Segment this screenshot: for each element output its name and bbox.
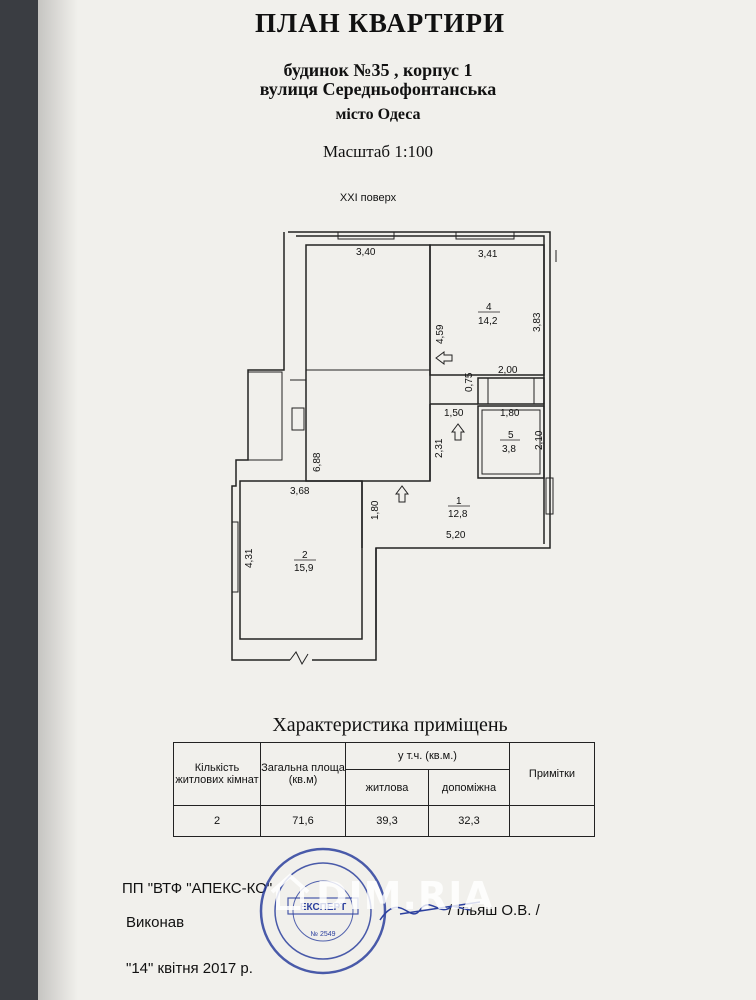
room-5-number: 5: [508, 430, 514, 441]
dim-4-59: 4,59: [435, 324, 446, 344]
room-1-area: 12,8: [448, 509, 468, 520]
header-auxiliary: допоміжна: [428, 769, 510, 806]
stamp-number: № 2549: [310, 931, 335, 938]
watermark-text: DIM.RIA: [316, 874, 494, 918]
dim-3-83: 3,83: [532, 312, 543, 332]
room-4-number: 4: [486, 302, 492, 313]
dim-5-20: 5,20: [446, 530, 466, 541]
plan-title: ПЛАН КВАРТИРИ: [254, 8, 506, 38]
city-line: місто Одеса: [335, 106, 421, 123]
room-4-area: 14,2: [478, 316, 498, 327]
signature: [379, 901, 481, 921]
floor-label: XXI поверх: [339, 192, 397, 204]
floor-plan: 3,40 3,41 4,59 3,83 2,00 0,75 1,50 1,80 …: [231, 231, 557, 666]
date-line: "14" квітня 2017 р.: [126, 960, 253, 977]
dim-2-00: 2,00: [498, 365, 518, 376]
cell-notes: [509, 805, 595, 837]
official-stamp: ЕКСПЕРТ № 2549: [259, 847, 387, 975]
room-5-area: 3,8: [502, 444, 516, 455]
header-total-area: Загальна площа (кв.м): [260, 742, 346, 806]
dim-3-40: 3,40: [356, 247, 376, 258]
scale-line: Масштаб 1:100: [322, 142, 434, 161]
dim-1-50: 1,50: [444, 408, 464, 419]
dim-2-10: 2,10: [534, 430, 545, 450]
cell-living: 39,3: [345, 805, 429, 837]
header-living: житлова: [345, 769, 429, 806]
header-notes: Примітки: [509, 742, 595, 806]
characteristics-title: Характеристика приміщень: [272, 714, 508, 736]
header-rooms-count: Кількість житлових кімнат: [173, 742, 261, 806]
page-shadow: [38, 0, 78, 1000]
header-incl: у т.ч. (кв.м.): [345, 741, 510, 771]
watermark-house-icon: [270, 873, 310, 910]
house-line: будинок №35 , корпус 1: [283, 60, 473, 80]
company-line: ПП "ВТФ "АПЕКС-КО": [122, 880, 273, 897]
dim-1-80-top: 1,80: [500, 408, 520, 419]
signer-name: / Ільяш О.В. /: [448, 902, 540, 919]
performed-label: Виконав: [126, 914, 185, 931]
room-1-number: 1: [456, 496, 462, 507]
room-2-area: 15,9: [294, 563, 314, 574]
dim-2-31: 2,31: [434, 438, 445, 458]
stamp-center-text: ЕКСПЕРТ: [300, 902, 346, 913]
street-line: вулиця Середньофонтанська: [259, 79, 497, 99]
dim-0-75: 0,75: [464, 372, 475, 392]
characteristics-table: Кількість житлових кімнат Загальна площа…: [173, 741, 595, 837]
dim-6-88: 6,88: [312, 452, 323, 472]
dim-4-31: 4,31: [244, 548, 255, 568]
dim-1-80-side: 1,80: [370, 500, 381, 520]
dim-3-68: 3,68: [290, 486, 310, 497]
cell-auxiliary: 32,3: [428, 805, 510, 837]
room-2-number: 2: [302, 550, 308, 561]
dim-3-41: 3,41: [478, 249, 498, 260]
cell-total-area: 71,6: [260, 805, 346, 837]
cell-rooms-count: 2: [173, 805, 261, 837]
